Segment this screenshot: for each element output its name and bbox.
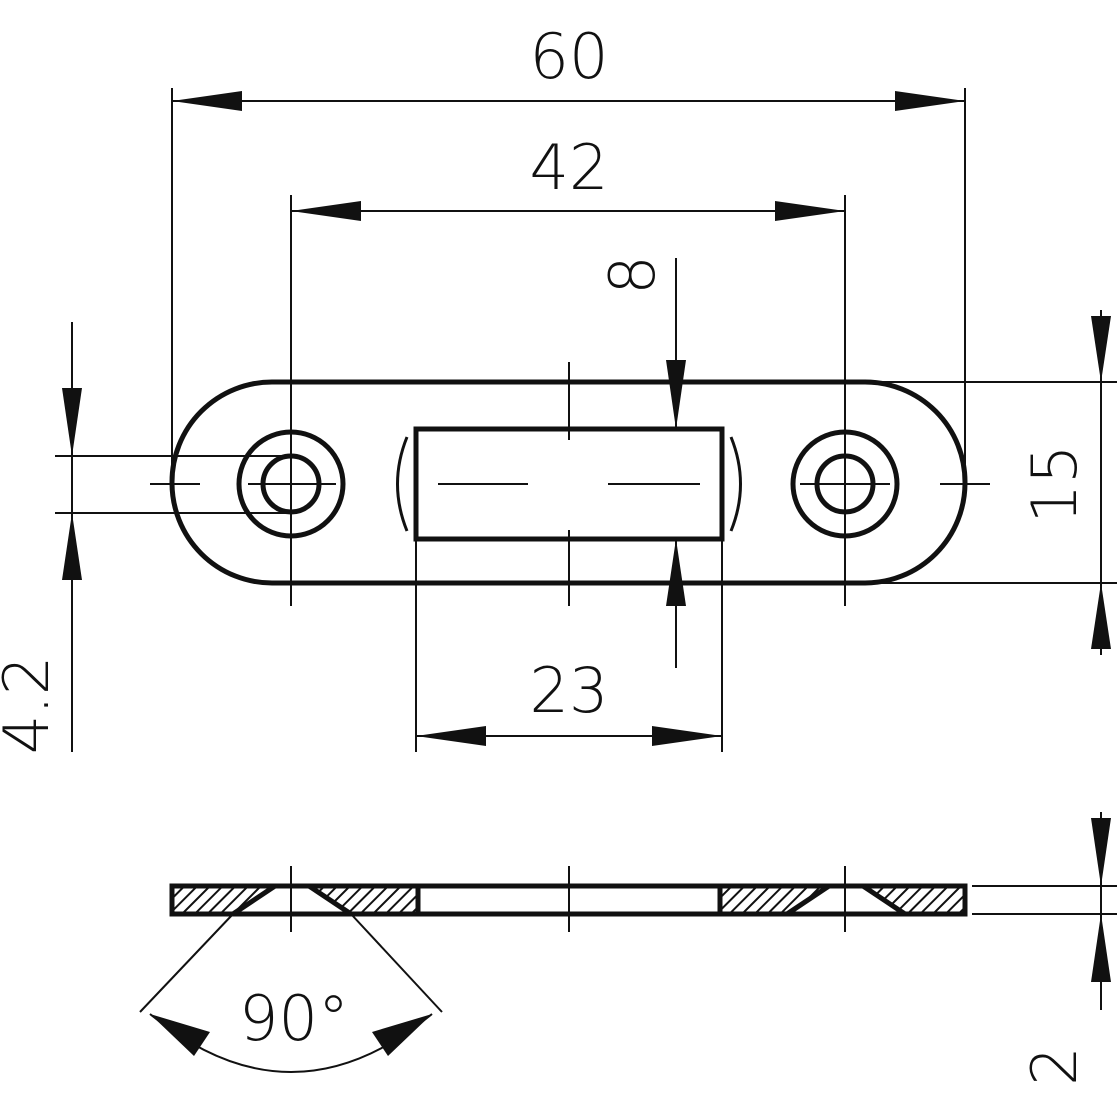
center-lines [150, 362, 990, 606]
dimension-hole-spacing: 42 [291, 131, 845, 221]
dimension-countersink-angle: 90° [139, 913, 443, 1073]
dimension-label-4-2: 4.2 [0, 656, 63, 755]
section-view: 90° 2 [139, 812, 1117, 1086]
dimension-thickness: 2 [972, 812, 1117, 1086]
dimension-label-60: 60 [530, 20, 609, 93]
section-hatch-left-outer [171, 885, 279, 915]
slot-right-arc [729, 436, 742, 532]
dimension-label-23: 23 [530, 654, 609, 727]
dimension-plate-width: 15 [1018, 310, 1111, 655]
dimension-label-90-degrees: 90° [239, 982, 349, 1055]
section-hatch-left-inner [305, 885, 419, 915]
slot-left-arc [396, 436, 409, 532]
top-view: 60 42 8 23 15 [0, 20, 1117, 754]
dimension-label-15: 15 [1018, 445, 1091, 524]
dimension-overall-length: 60 [172, 20, 965, 111]
dimension-hole-diameter: 4.2 [0, 322, 82, 754]
section-hatch-right-inner [719, 885, 833, 915]
dimension-label-42: 42 [530, 131, 609, 204]
dimension-slot-width: 8 [596, 255, 686, 668]
section-center-lines [290, 866, 846, 932]
extension-lines [55, 88, 1117, 752]
dimension-label-2: 2 [1018, 1046, 1091, 1085]
dimension-slot-length: 23 [416, 654, 722, 746]
dimension-label-8: 8 [596, 255, 669, 294]
section-hatch-right-outer [859, 885, 966, 915]
